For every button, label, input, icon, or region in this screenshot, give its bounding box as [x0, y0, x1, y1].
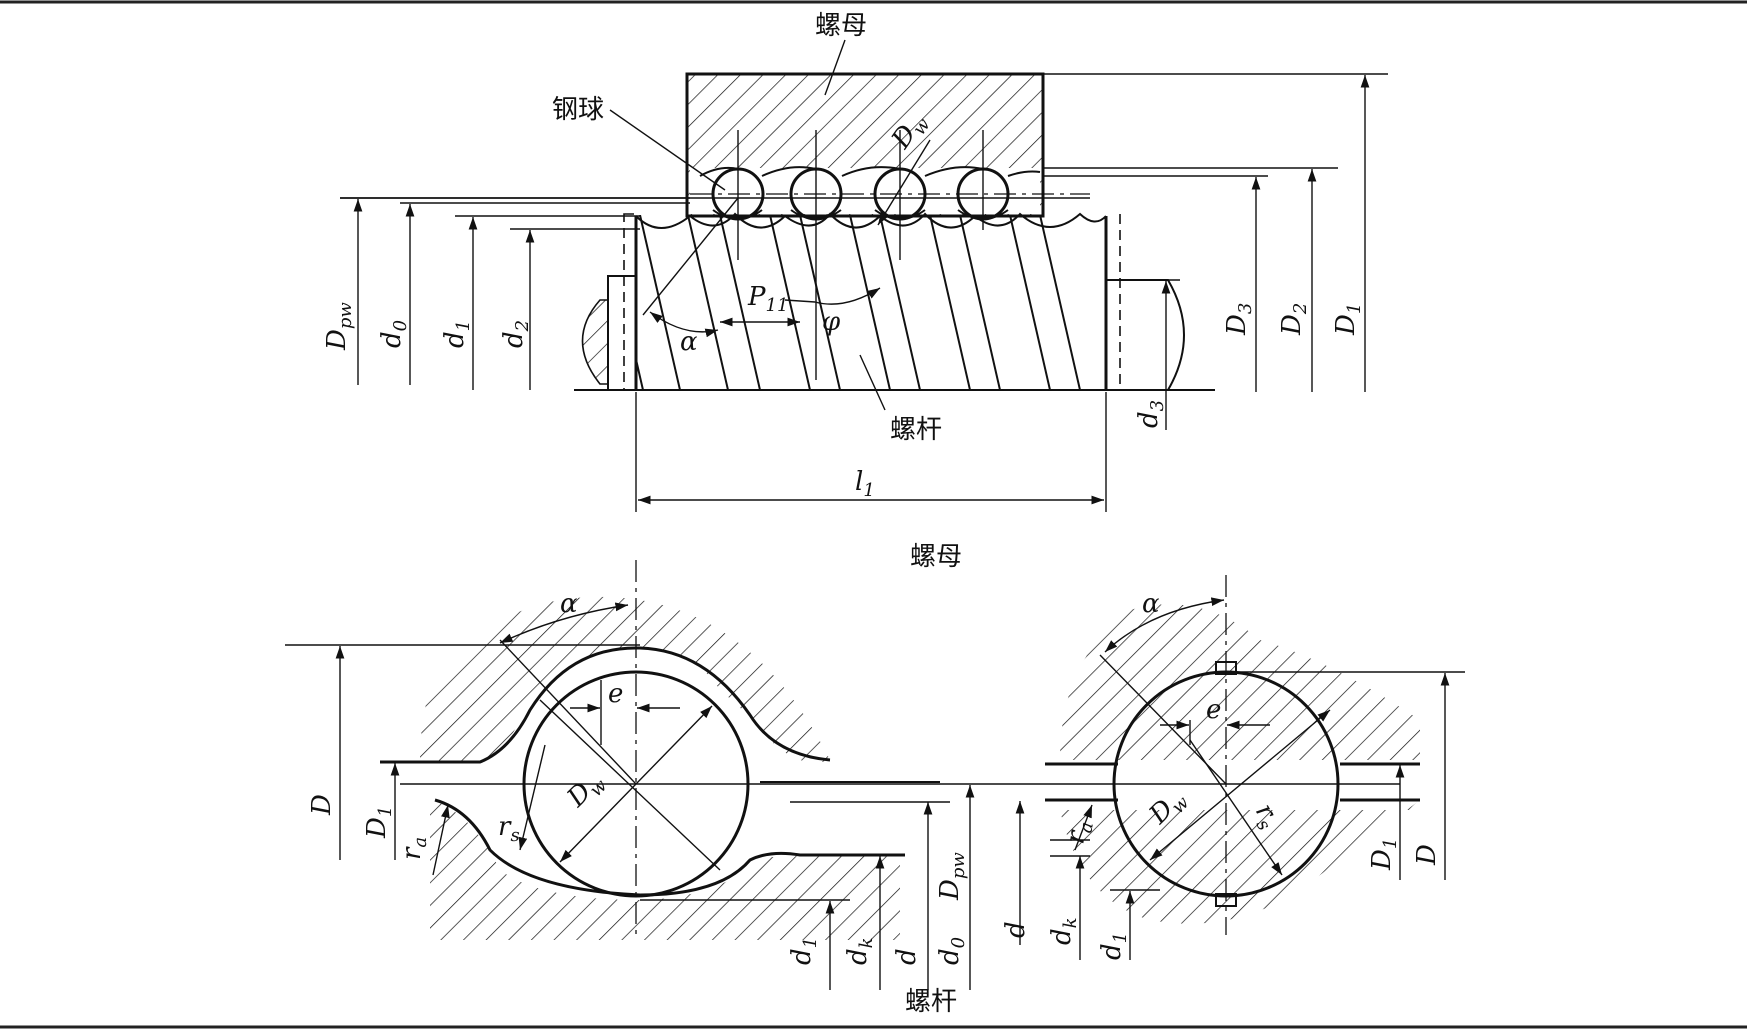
left-ra: ra: [397, 837, 431, 860]
dim-D1-top: D1: [1331, 303, 1365, 336]
right-D: D: [1412, 844, 1442, 866]
nut-label-bottom: 螺母: [910, 542, 962, 572]
nut-label-top: 螺母: [815, 11, 867, 41]
left-Dw: Dw: [561, 766, 612, 817]
dim-alpha-top: α: [680, 327, 698, 357]
screw-body: [574, 212, 1215, 391]
dim-D3-top: D3: [1222, 303, 1256, 336]
left-D: D: [307, 794, 337, 816]
dim-phi: φ: [822, 307, 841, 337]
right-e: e: [1206, 695, 1221, 725]
right-nut-hatch: [1060, 604, 1420, 760]
right-dk: dk: [1047, 917, 1081, 945]
left-dk: dk: [843, 937, 877, 965]
left-e: e: [608, 679, 623, 709]
bottom-view: 螺母 螺杆 e Dw rs: [285, 542, 1465, 1017]
right-D1: D1: [1367, 838, 1401, 871]
ball-label: 钢球: [552, 95, 604, 125]
screw-label-top: 螺杆: [890, 415, 942, 445]
dim-l1: l1: [855, 467, 875, 501]
dim-d2-top: d2: [499, 320, 533, 348]
dim-d1-top: d1: [440, 320, 474, 348]
dim-d3-top: d3: [1134, 400, 1168, 428]
nut-outline: [685, 72, 1045, 218]
dim-Dpw-top: Dpw: [322, 302, 356, 351]
left-rs: rs: [498, 812, 520, 846]
left-Dpw: Dpw: [935, 852, 969, 901]
top-view: Dpw d0 d1 d2 D3 D2 D1 d3 l1 P11 φ: [322, 11, 1388, 512]
right-alpha: α: [1142, 589, 1160, 619]
left-d: d: [892, 948, 922, 965]
right-profile: e Dw rs α ra D1 D d dk d1: [1001, 575, 1465, 960]
dim-P11: P11: [747, 282, 788, 316]
right-screw-hatch: [1060, 800, 1420, 924]
left-d0: d0: [935, 937, 969, 965]
dim-D2-top: D2: [1277, 303, 1311, 336]
left-shaft-section: [581, 299, 609, 385]
left-screw-hatch: [430, 800, 900, 940]
right-d: d: [1001, 921, 1031, 938]
screw-helix-lines: [635, 215, 1081, 390]
right-d1: d1: [1097, 932, 1131, 960]
left-alpha: α: [560, 589, 578, 619]
left-nut-groove: [380, 646, 831, 764]
left-d1: d1: [787, 937, 821, 965]
right-ra: ra: [1060, 818, 1098, 847]
nut-block: [685, 72, 1045, 218]
screw-label-bottom: 螺杆: [905, 987, 957, 1017]
left-dim-labels: Dpw d0 d1 d2: [322, 302, 533, 351]
left-D1: D1: [362, 806, 396, 839]
dim-d0-top: d0: [377, 320, 411, 348]
right-dim-labels: D3 D2 D1 d3: [1134, 303, 1365, 428]
left-profile: e Dw rs ra α D D1 d1 dk d: [285, 560, 975, 990]
left-nut-hatch: [420, 596, 860, 763]
